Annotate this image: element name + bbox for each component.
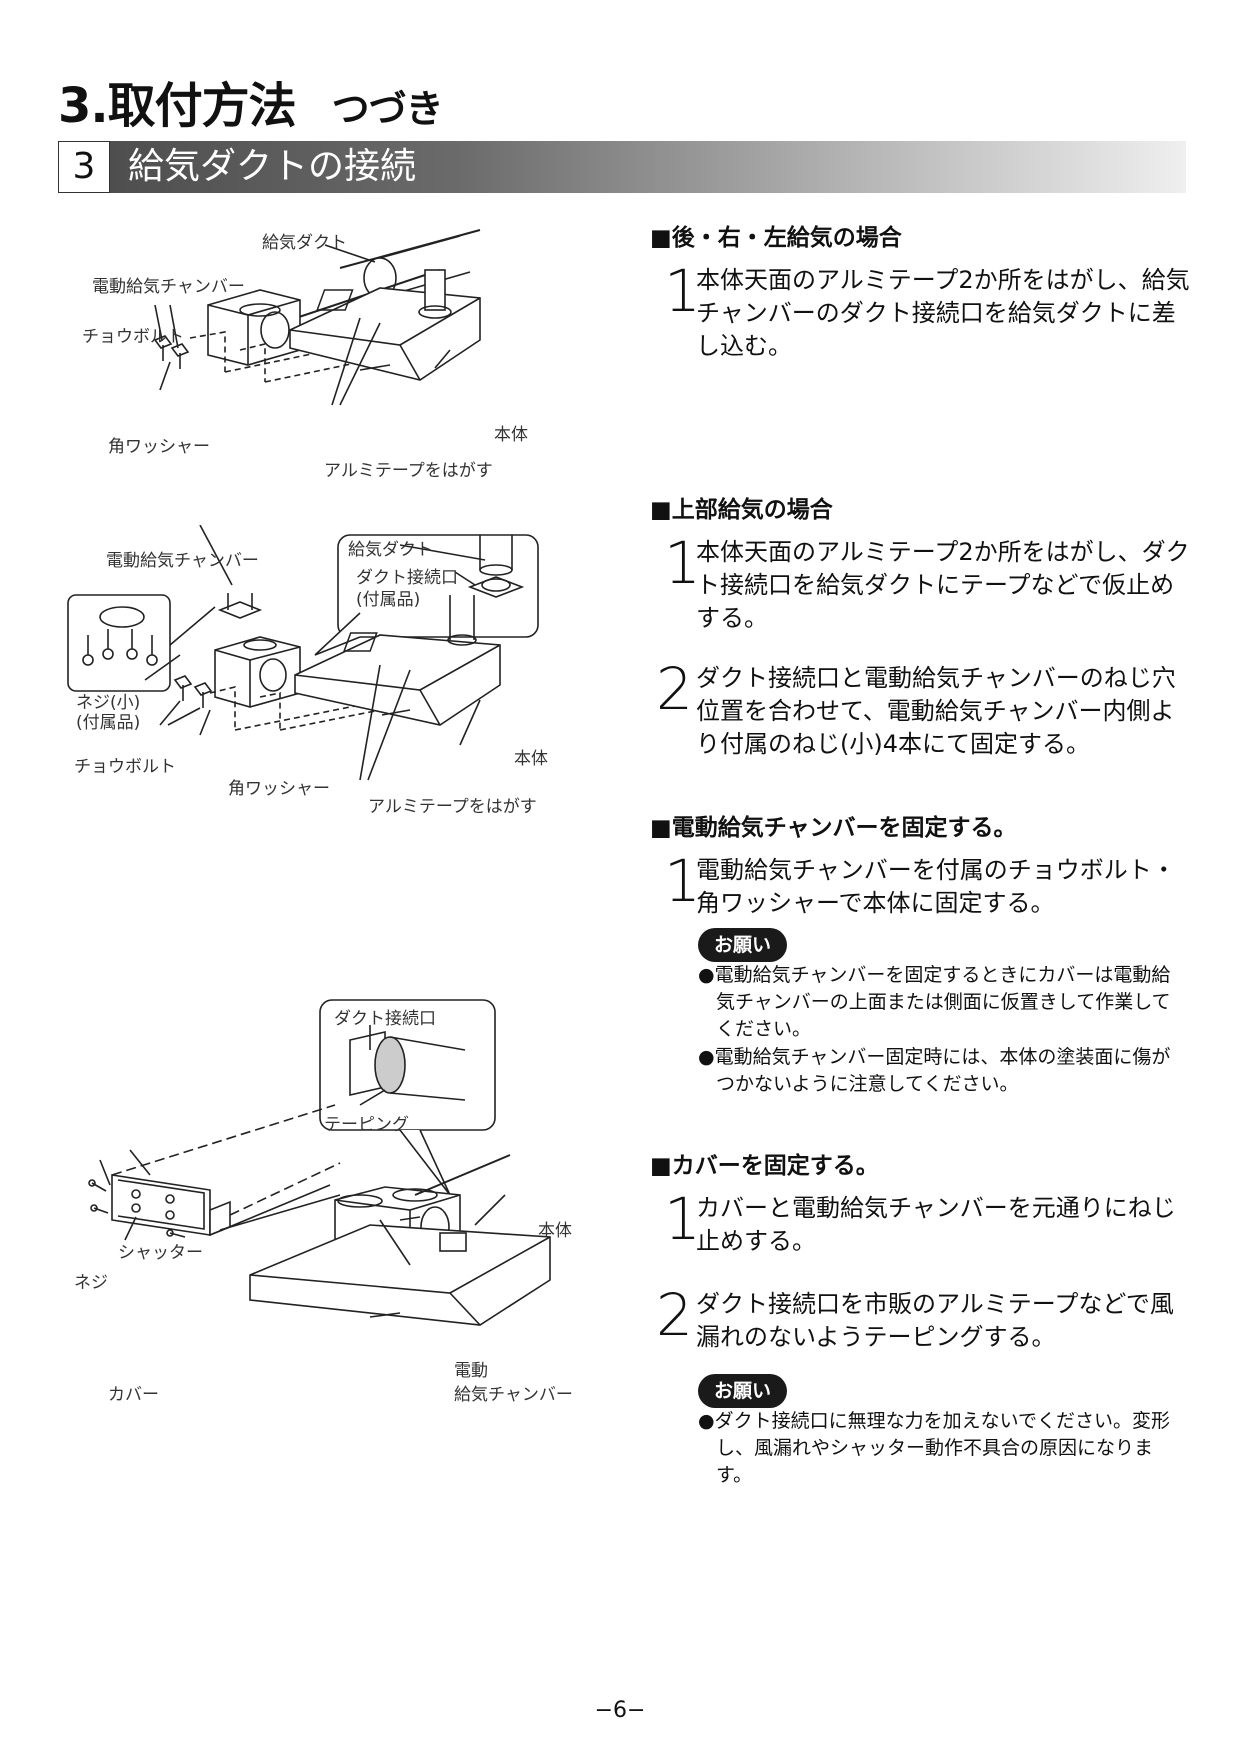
fig2-connector-sub-label: (付属品) [356, 590, 421, 610]
fig2-screw-label: ネジ(小) [76, 693, 141, 713]
screws-box [67, 594, 171, 692]
heading-fix-chamber: ■電動給気チャンバーを固定する。 [650, 815, 1017, 841]
fig2-screw-sub-label: (付属品) [76, 713, 141, 733]
fig2-body-label: 本体 [514, 749, 548, 769]
fig3-body-label: 本体 [538, 1221, 572, 1241]
fig3-connector-label: ダクト接続口 [334, 1009, 436, 1029]
note-item: ●電動給気チャンバーを固定するときにカバーは電動給気チャンバーの上面または側面に… [698, 964, 1171, 1040]
note-item: ●電動給気チャンバー固定時には、本体の塗装面に傷がつかないように注意してください… [698, 1046, 1171, 1095]
hood-body [294, 634, 501, 726]
section-header-bar [58, 141, 1186, 193]
fig3-screw-label: ネジ [74, 1273, 108, 1293]
step-number: 2 [656, 1281, 693, 1349]
step-number: 1 [664, 257, 701, 325]
note-item: ●ダクト接続口に無理な力を加えないでください。変形し、風漏れやシャッター動作不具… [698, 1410, 1171, 1486]
fig2-connector-label: ダクト接続口 [356, 568, 458, 588]
hood-body [289, 287, 481, 381]
page-number: −6− [594, 1698, 646, 1723]
figure-rear-supply-diagram [153, 229, 481, 406]
fig3-taping-label: テーピング [324, 1115, 409, 1135]
step-text: カバーと電動給気チャンバーを元通りにねじ止めする。 [696, 1194, 1176, 1255]
step-text: ダクト接続口と電動給気チャンバーのねじ穴位置を合わせて、電動給気チャンバー内側よ… [696, 664, 1176, 758]
fig1-body-label: 本体 [494, 425, 528, 445]
fig3-shutter-label: シャッター [118, 1243, 203, 1263]
fig2-duct-label: 給気ダクト [348, 540, 433, 560]
fig3-cover-label: カバー [108, 1385, 159, 1405]
title-sub-text: つづき [331, 87, 444, 131]
figure-top-supply-diagram [67, 525, 539, 781]
fig1-washer-label: 角ワッシャー [108, 437, 210, 457]
section-title: 給気ダクトの接続 [128, 146, 417, 187]
step-text: 電動給気チャンバーを付属のチョウボルト・角ワッシャーで本体に固定する。 [696, 856, 1176, 917]
step-text: 本体天面のアルミテープ2か所をはがし、ダクト接続口を給気ダクトにテープなどで仮止… [696, 538, 1190, 632]
fig1-duct-label: 給気ダクト [262, 233, 347, 253]
fig2-chamber-label: 電動給気チャンバー [106, 551, 259, 571]
figure-cover-fix-diagram [88, 999, 551, 1326]
heading-rear-supply: ■後・右・左給気の場合 [650, 225, 902, 251]
page-title: 3.取付方法つづき [58, 66, 444, 136]
request-badge: お願い [698, 928, 788, 962]
title-main-text: 3.取付方法 [58, 78, 297, 134]
fig2-tape-label: アルミテープをはがす [368, 797, 537, 817]
heading-top-supply: ■上部給気の場合 [650, 497, 833, 523]
fig1-bolt-label: チョウボルト [82, 327, 184, 347]
callout-box [337, 534, 539, 638]
fig2-bolt-label: チョウボルト [74, 757, 176, 777]
fig3-chamber-label-1: 電動 [454, 1361, 488, 1381]
step-number: 1 [664, 529, 701, 597]
step-number: 1 [664, 1185, 701, 1253]
fig2-washer-label: 角ワッシャー [228, 779, 330, 799]
section-number: 3 [58, 141, 110, 193]
hood-body [249, 1224, 551, 1326]
heading-fix-cover: ■カバーを固定する。 [650, 1153, 879, 1179]
fig1-tape-label: アルミテープをはがす [324, 461, 493, 481]
step-text: 本体天面のアルミテープ2か所をはがし、給気チャンバーのダクト接続口を給気ダクトに… [696, 266, 1190, 360]
step-number: 1 [664, 847, 701, 915]
chamber-box [214, 636, 301, 708]
step-number: 2 [656, 655, 693, 723]
fig1-chamber-label: 電動給気チャンバー [92, 277, 245, 297]
fig3-chamber-label-2: 給気チャンバー [454, 1385, 573, 1405]
step-text: ダクト接続口を市販のアルミテープなどで風漏れのないようテーピングする。 [696, 1290, 1174, 1351]
request-badge: お願い [698, 1374, 788, 1408]
cover-panel [111, 1174, 211, 1236]
